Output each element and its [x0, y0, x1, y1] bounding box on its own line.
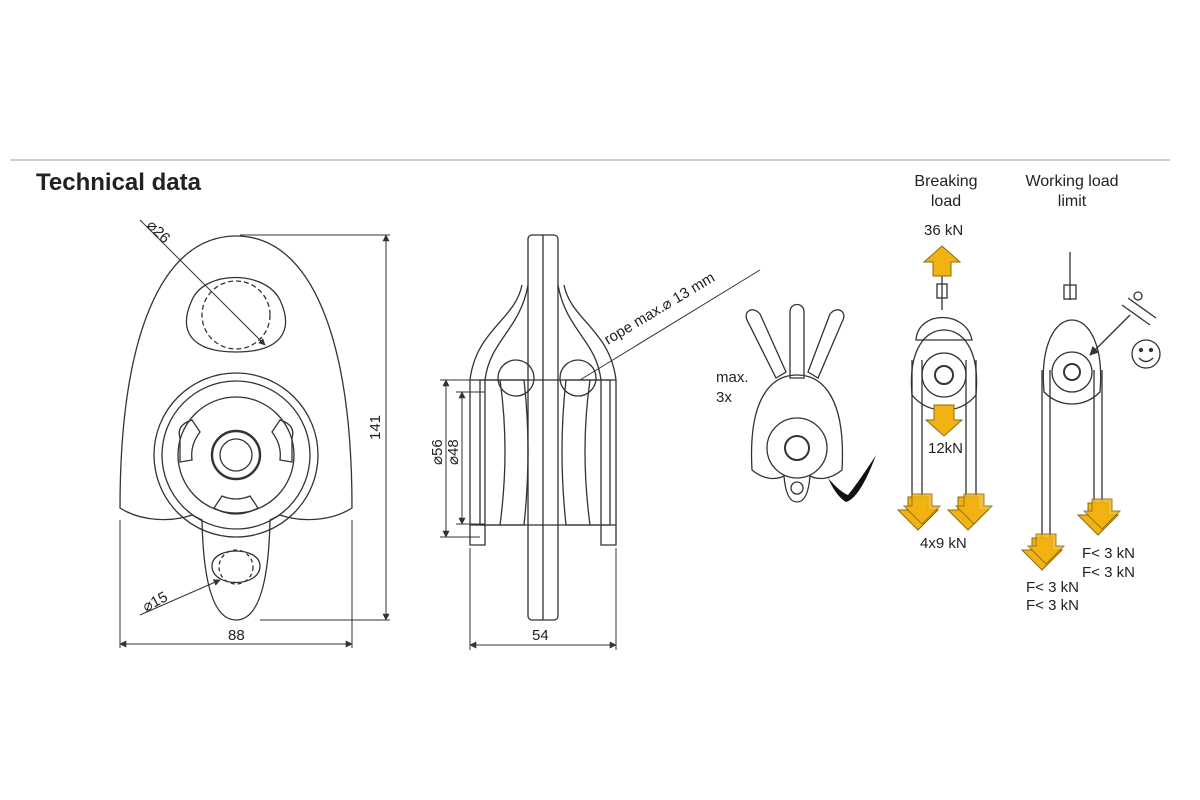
header-divider	[10, 159, 1170, 161]
arrow-down-right-back	[954, 493, 994, 525]
dim-top-hole-label: ⌀26	[143, 217, 173, 247]
dim-width-label: 88	[228, 627, 245, 644]
multi-label-line2: 3x	[716, 389, 732, 406]
sheave-rim	[161, 380, 311, 530]
side-view	[469, 234, 617, 621]
sheave-right-inner	[561, 379, 590, 526]
arrow-down-left-back	[902, 493, 942, 525]
breaking-load-heading-1: Breaking	[914, 173, 977, 190]
sheave-middle	[177, 396, 295, 514]
breaking-bottom-force: 4x9 kN	[920, 535, 967, 552]
dim-height-label: 141	[367, 415, 384, 440]
pulley-body-outline	[119, 235, 353, 621]
dim-rope-line	[579, 269, 761, 381]
working-arrows	[1020, 498, 1122, 571]
working-force-4: F< 3 kN	[1026, 597, 1079, 614]
axle-outer	[210, 429, 262, 481]
carabiner-centre	[789, 303, 805, 379]
dim-side-width-label: 54	[532, 627, 549, 644]
arrow-up	[922, 245, 962, 277]
arrow-down-wl-left-back	[1026, 533, 1066, 565]
dim-bottom-hole-label: ⌀15	[140, 588, 171, 615]
sheave-right	[584, 379, 611, 526]
sheave-left	[479, 379, 506, 526]
sheave-left-inner	[500, 379, 529, 526]
carabiner-right	[807, 309, 845, 379]
multi-connection-sketch	[745, 303, 845, 503]
smiley-icon	[1131, 339, 1161, 369]
front-dimensions	[119, 219, 390, 648]
sheave-slot-left	[178, 419, 201, 463]
pin-icon	[1121, 297, 1157, 326]
breaking-middle-force: 12kN	[928, 440, 963, 457]
bottom-hole-outline	[211, 550, 261, 584]
dim-rope-label: rope max.⌀ 13 mm	[601, 269, 718, 348]
dim-bottom-hole-line	[139, 579, 221, 616]
working-force-2: F< 3 kN	[1082, 564, 1135, 581]
rope-circle-right	[559, 359, 597, 397]
carabiner-left	[745, 309, 787, 379]
checkmark-icon	[828, 455, 876, 502]
page-title: Technical data	[36, 169, 201, 196]
top-hole-outline	[185, 276, 287, 353]
working-force-3: F< 3 kN	[1026, 579, 1079, 596]
working-load-heading-2: limit	[1058, 193, 1087, 210]
side-dimensions	[440, 269, 761, 650]
working-load-heading-1: Working load	[1025, 173, 1118, 190]
working-force-1: F< 3 kN	[1082, 545, 1135, 562]
breaking-arrows	[896, 245, 994, 531]
sheave-outer	[153, 372, 319, 538]
dim-inner-sheave-label: ⌀48	[445, 439, 462, 465]
dim-top-hole-line	[139, 219, 266, 346]
front-view	[119, 235, 353, 621]
multi-label-line1: max.	[716, 369, 749, 386]
dim-outer-sheave-label: ⌀56	[429, 439, 446, 465]
arrow-down-wl-right-back	[1082, 498, 1122, 530]
side-plate-left	[469, 284, 529, 546]
rope-circle-left	[497, 359, 535, 397]
breaking-load-sketch	[910, 275, 978, 500]
breaking-top-force: 36 kN	[924, 222, 963, 239]
arrow-down-middle	[924, 404, 964, 437]
bottom-hole-circle	[218, 549, 254, 585]
working-load-sketch	[1041, 252, 1157, 540]
axle-inner	[219, 438, 253, 472]
mini-pulley-body	[750, 374, 844, 503]
sheave-slot-bottom	[213, 495, 259, 515]
side-plate-right	[557, 284, 617, 546]
breaking-load-heading-2: load	[931, 193, 961, 210]
sheave-slot-right	[271, 419, 294, 463]
top-hole-circle	[201, 280, 271, 350]
